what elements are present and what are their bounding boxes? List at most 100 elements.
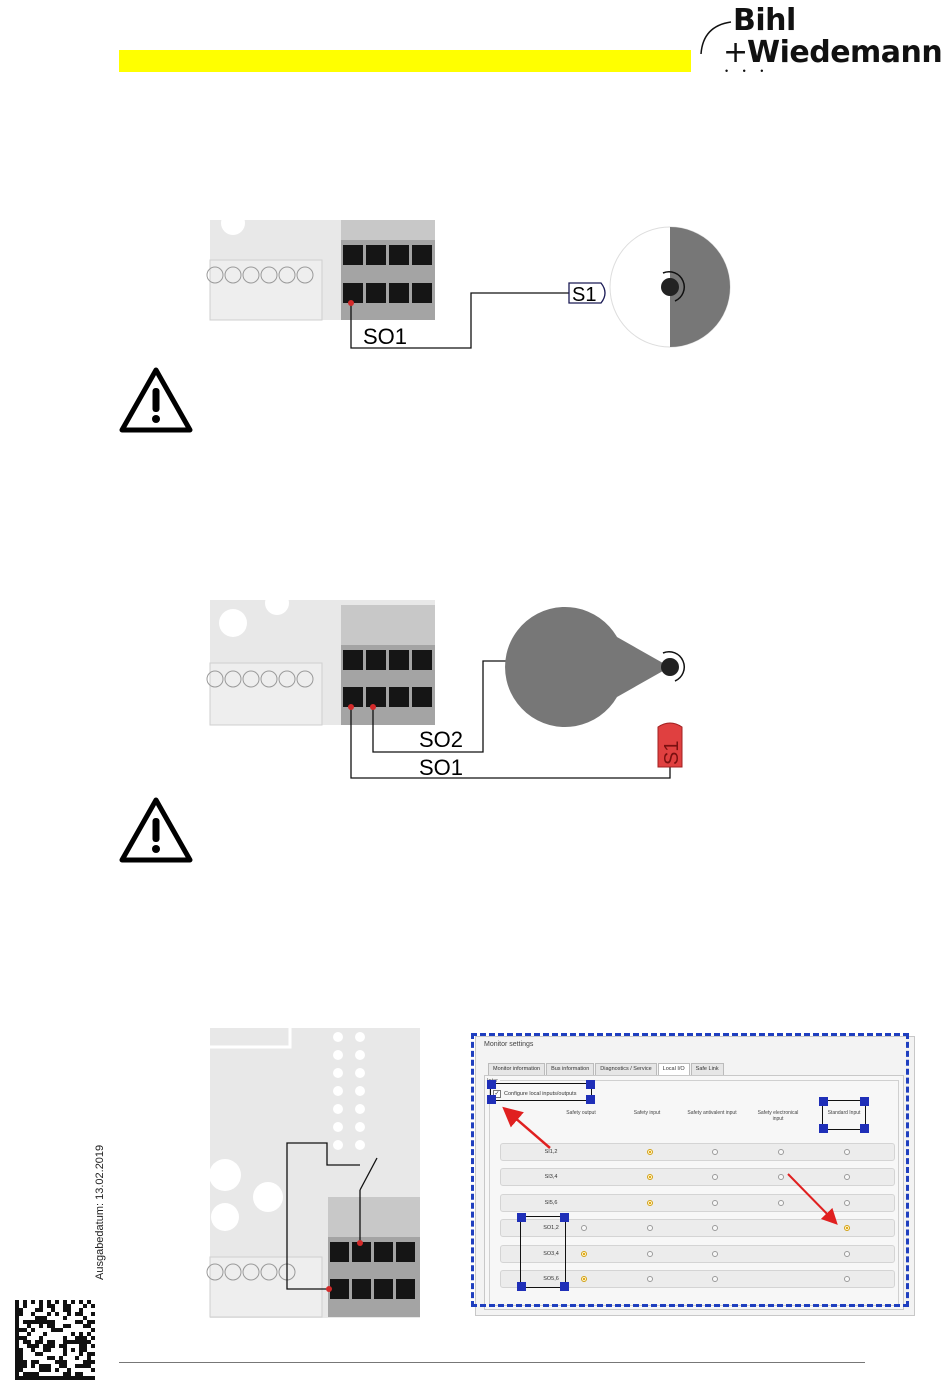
column-header-safety-electronical-input: Safety electronical input	[757, 1110, 799, 1122]
io-row-label: SO1,2	[543, 1225, 559, 1231]
highlight-box-so-rows	[517, 1213, 569, 1291]
io-row: SO1,2	[500, 1219, 895, 1237]
io-radio-button[interactable]	[778, 1200, 784, 1206]
io-row: SI1,2	[500, 1143, 895, 1161]
sensor-label: S1	[572, 284, 596, 306]
terminal-slots	[343, 245, 432, 303]
logo-arc-icon	[700, 21, 732, 55]
terminal-slots	[343, 650, 432, 707]
column-header-safety-antivalent-input: Safety antivalent input	[687, 1110, 737, 1116]
terminal-strip-left	[209, 259, 323, 321]
tab-diagnostics-service[interactable]: Diagnostics / Service	[595, 1063, 657, 1075]
terminal-marker	[348, 300, 354, 306]
terminal-marker	[326, 1286, 332, 1292]
switch-contact	[359, 1157, 378, 1191]
datamatrix-code-icon	[15, 1300, 95, 1380]
logo-plus: +	[723, 35, 748, 70]
sensor-s1-active	[657, 722, 683, 768]
wire-so1	[350, 707, 671, 779]
terminal-strip-left	[209, 1256, 323, 1318]
logo-line2: Wiedemann	[747, 35, 943, 70]
vent-holes	[333, 1032, 365, 1150]
io-radio-button[interactable]	[778, 1149, 784, 1155]
io-radio-button[interactable]	[778, 1174, 784, 1180]
wiring-diagram-1: SO1 S1	[206, 215, 731, 349]
sensor-s1	[568, 282, 606, 304]
bihl-wiedemann-logo: Bihl + Wiedemann • • •	[695, 3, 943, 80]
wire-loop	[286, 1142, 360, 1290]
housing-hole	[219, 609, 247, 637]
io-row-label: SI1,2	[544, 1149, 558, 1155]
tab-safe-link[interactable]: Safe Link	[690, 1063, 724, 1075]
wire-so1	[350, 292, 569, 349]
sensor-label: S1	[661, 741, 683, 765]
io-radio-button[interactable]	[844, 1200, 850, 1206]
io-row: SI5,6	[500, 1194, 895, 1212]
terminal-strip-left	[209, 662, 323, 726]
terminal-circles-row	[206, 266, 314, 284]
io-row-label: SO5,6	[543, 1276, 559, 1282]
housing-hole	[209, 1159, 241, 1191]
io-radio-button[interactable]	[712, 1276, 718, 1282]
io-row-label: SI5,6	[544, 1200, 558, 1206]
column-header-standard-input: Standard Input	[827, 1110, 861, 1116]
configure-checkbox[interactable]: ✓	[493, 1090, 501, 1098]
housing-hole	[253, 1182, 283, 1212]
io-row-label: SI3,4	[544, 1174, 558, 1180]
warning-triangle-icon	[119, 797, 193, 863]
io-row-label: SO3,4	[543, 1251, 559, 1257]
io-radio-button[interactable]	[712, 1149, 718, 1155]
tab-monitor-information[interactable]: Monitor information	[488, 1063, 546, 1075]
configure-row[interactable]: ✓ Configure local inputs/outputs	[493, 1090, 576, 1098]
footer-rule	[119, 1362, 865, 1363]
rotating-disc-right-half	[670, 227, 730, 347]
disc-axle	[661, 658, 679, 676]
logo-line1: Bihl	[733, 3, 796, 38]
label-so1: SO1	[419, 755, 463, 780]
io-radio-button[interactable]	[647, 1276, 653, 1282]
configure-label: Configure local inputs/outputs	[504, 1091, 577, 1097]
arrow-to-standard-input-icon	[787, 1173, 838, 1225]
io-radio-button[interactable]	[712, 1225, 718, 1231]
tab-bus-information[interactable]: Bus information	[546, 1063, 595, 1075]
terminal-slots	[330, 1242, 415, 1299]
io-radio-button[interactable]	[647, 1225, 653, 1231]
label-so2: SO2	[419, 727, 463, 752]
io-radio-button[interactable]	[844, 1251, 850, 1257]
terminal-marker	[357, 1240, 363, 1246]
io-radio-button[interactable]	[844, 1225, 850, 1231]
housing-hole	[211, 1203, 239, 1231]
column-header-safety-input: Safety input	[633, 1110, 661, 1116]
io-radio-button[interactable]	[647, 1174, 653, 1180]
rotation-arrow-icon	[662, 271, 685, 302]
io-radio-button[interactable]	[712, 1251, 718, 1257]
io-radio-button[interactable]	[647, 1200, 653, 1206]
issue-date-label: Ausgabedatum: 13.02.2019	[94, 1144, 106, 1280]
io-radio-button[interactable]	[647, 1149, 653, 1155]
tab-local-io[interactable]: Local I/O	[657, 1063, 690, 1075]
warning-triangle-icon	[119, 367, 193, 433]
housing-hole	[265, 595, 289, 615]
io-radio-button[interactable]	[712, 1174, 718, 1180]
io-radio-button[interactable]	[844, 1149, 850, 1155]
header-yellow-bar	[119, 50, 691, 72]
io-radio-button[interactable]	[581, 1225, 587, 1231]
column-header-safety-output: Safety output	[566, 1110, 596, 1116]
rotation-arrow-icon	[662, 651, 685, 682]
annotation-arrows	[502, 1106, 838, 1225]
io-radio-button[interactable]	[844, 1174, 850, 1180]
io-radio-button[interactable]	[581, 1251, 587, 1257]
arrow-to-checkbox-icon	[502, 1106, 551, 1149]
terminal-marker	[348, 704, 354, 710]
window-title: Monitor settings	[484, 1041, 534, 1048]
housing-hole	[221, 215, 245, 235]
io-radio-button[interactable]	[581, 1276, 587, 1282]
wiring-diagram-2: SO2 SO1 S1	[206, 595, 685, 780]
logo-dots: • • •	[725, 66, 770, 76]
io-radio-button[interactable]	[712, 1200, 718, 1206]
label-so1: SO1	[363, 324, 407, 349]
wiring-diagram-3	[206, 1028, 420, 1318]
io-radio-button[interactable]	[647, 1251, 653, 1257]
io-radio-button[interactable]	[844, 1276, 850, 1282]
terminal-marker	[370, 704, 376, 710]
